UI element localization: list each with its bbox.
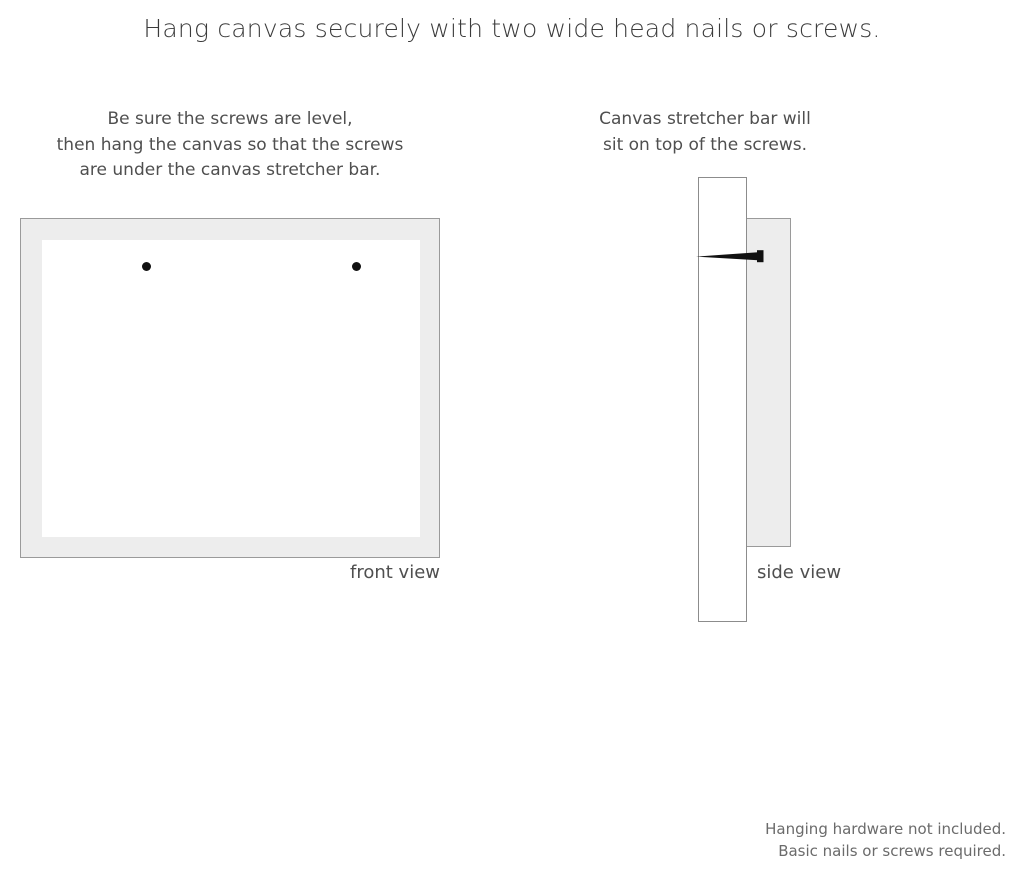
footer-line-2: Basic nails or screws required. [778, 842, 1006, 860]
footer-line-1: Hanging hardware not included. [765, 820, 1006, 838]
side-view-caption-line-2: sit on top of the screws. [602, 134, 808, 155]
front-view-caption-line-2: then hang the canvas so that the screws [56, 134, 404, 155]
footer-disclaimer: Hanging hardware not included. Basic nai… [765, 818, 1006, 862]
side-view-label: side view [757, 562, 842, 583]
canvas-face [42, 240, 420, 537]
side-view-caption: Canvas stretcher bar will sit on top of … [560, 107, 850, 158]
front-view-label: front view [350, 562, 440, 583]
front-view-caption-line-3: are under the canvas stretcher bar. [79, 160, 381, 180]
screw-head-icon-left [142, 262, 151, 271]
screw-side-icon [696, 250, 764, 263]
screw-head-icon-right [352, 262, 361, 271]
side-view-caption-line-1: Canvas stretcher bar will [599, 109, 811, 129]
front-view-caption-line-1: Be sure the screws are level, [107, 109, 353, 129]
front-view-illustration [20, 218, 440, 558]
side-view-illustration [690, 170, 810, 630]
page-title: Hang canvas securely with two wide head … [143, 14, 881, 43]
canvas-stretcher-bar [746, 218, 791, 547]
wall-cross-section [698, 177, 747, 622]
front-view-caption: Be sure the screws are level, then hang … [10, 107, 450, 184]
